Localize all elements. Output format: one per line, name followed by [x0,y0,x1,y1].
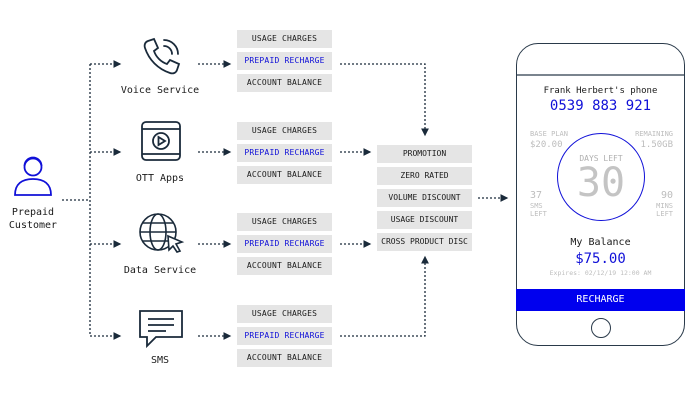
sms-left-value: 37 [530,190,543,201]
days-left-value: 30 [576,160,626,206]
home-button[interactable] [591,318,611,338]
person-headset-icon [14,156,52,196]
usage-charges-box-ott: USAGE CHARGES [237,122,332,140]
service-label-ott: OTT Apps [135,173,185,184]
service-label-data: Data Service [123,265,197,276]
prepaid-recharge-box-sms: PREPAID RECHARGE [237,327,332,345]
mins-left-label2: LEFT [656,210,673,218]
prepaid-customer-label: Prepaid Customer [2,206,64,232]
discount-cross-product: CROSS PRODUCT DISC [377,233,472,251]
usage-charges-box-voice: USAGE CHARGES [237,30,332,48]
account-balance-box-ott: ACCOUNT BALANCE [237,166,332,184]
message-icon [139,310,183,349]
customer-label-line1: Prepaid [11,207,55,218]
service-label-voice: Voice Service [120,85,200,96]
mins-left-value: 90 [660,190,673,201]
base-plan-label: BASE PLAN [530,130,568,138]
prepaid-recharge-box-voice: PREPAID RECHARGE [237,52,332,70]
base-plan-value: $20.00 [530,140,563,150]
usage-charges-box-data: USAGE CHARGES [237,213,332,231]
prepaid-recharge-box-ott: PREPAID RECHARGE [237,144,332,162]
remaining-value: 1.50GB [640,140,673,150]
recharge-button[interactable]: RECHARGE [516,289,685,311]
usage-charges-box-sms: USAGE CHARGES [237,305,332,323]
sms-left-label1: SMS [530,202,543,210]
days-left-label: DAYS LEFT [579,154,623,163]
customer-label-line2: Customer [8,220,58,231]
play-icon [141,121,181,161]
expires-text: Expires: 02/12/19 12:00 AM [549,269,652,277]
phone-top-divider [517,74,684,76]
account-balance-box-data: ACCOUNT BALANCE [237,257,332,275]
phone-icon [143,37,181,75]
discount-usage: USAGE DISCOUNT [377,211,472,229]
balance-value: $75.00 [575,251,626,267]
account-balance-box-voice: ACCOUNT BALANCE [237,74,332,92]
prepaid-recharge-box-data: PREPAID RECHARGE [237,235,332,253]
discount-volume: VOLUME DISCOUNT [377,189,472,207]
days-left-ring [557,133,645,221]
discount-zero-rated: ZERO RATED [377,167,472,185]
service-label-sms: SMS [150,355,170,366]
balance-label: My Balance [570,237,631,248]
phone-number: 0539 883 921 [549,98,652,114]
mins-left-label1: MINS [656,202,673,210]
discount-promotion: PROMOTION [377,145,472,163]
sms-left-label2: LEFT [530,210,547,218]
globe-cursor-icon [139,213,185,253]
phone-owner-name: Frank Herbert's phone [543,86,658,96]
account-balance-box-sms: ACCOUNT BALANCE [237,349,332,367]
remaining-label: REMAINING [635,130,673,138]
